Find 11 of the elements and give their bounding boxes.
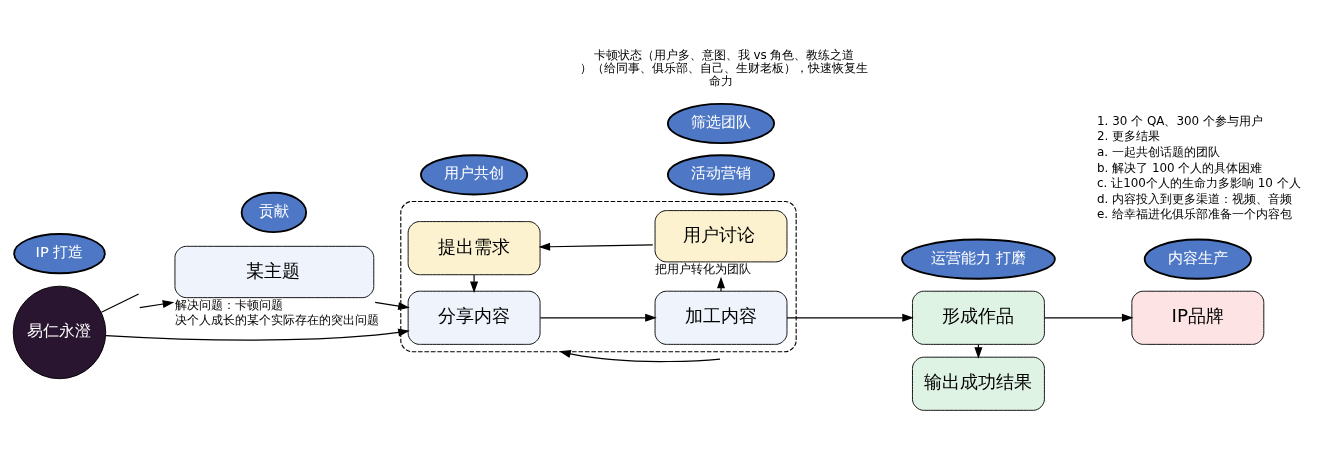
node-label: 决个人成长的某个实际存在的突出问题: [174, 312, 379, 327]
label: a. 一起共创话题的团队: [1097, 144, 1220, 159]
label: 卡顿状态（用户多、意图、我 vs 角色、教练之道）（给同事、俱乐部、自己、生财老板），快速恢复生命力: [580, 47, 869, 88]
label: 2. 更多结果: [1097, 129, 1161, 144]
label: e. 给幸福进化俱乐部准备一个内容包: [1097, 207, 1292, 222]
node-label: 解决问题：卡顿问题: [174, 298, 283, 312]
label: d. 内容投入到更多渠道：视频、音频: [1097, 191, 1293, 206]
label: 1. 30 个 QA、300 个参与用户: [1097, 113, 1263, 128]
node-label: 把用户转化为团队: [655, 262, 752, 277]
label: c. 让100个人的生命力多影响 10 个人: [1097, 176, 1301, 191]
label: b. 解决了 100 个人的具体困难: [1097, 160, 1263, 175]
